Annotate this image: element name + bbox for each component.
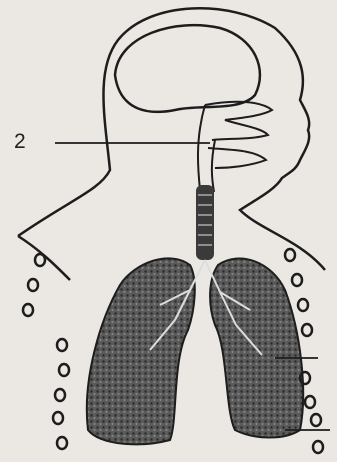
oral-cavity <box>208 148 266 168</box>
brain-outline <box>115 25 260 112</box>
label-2: 2 <box>14 130 26 154</box>
left-lung <box>87 258 195 444</box>
ribcage-dots-left <box>23 254 69 449</box>
head-outline <box>18 8 325 270</box>
trachea <box>196 185 214 260</box>
